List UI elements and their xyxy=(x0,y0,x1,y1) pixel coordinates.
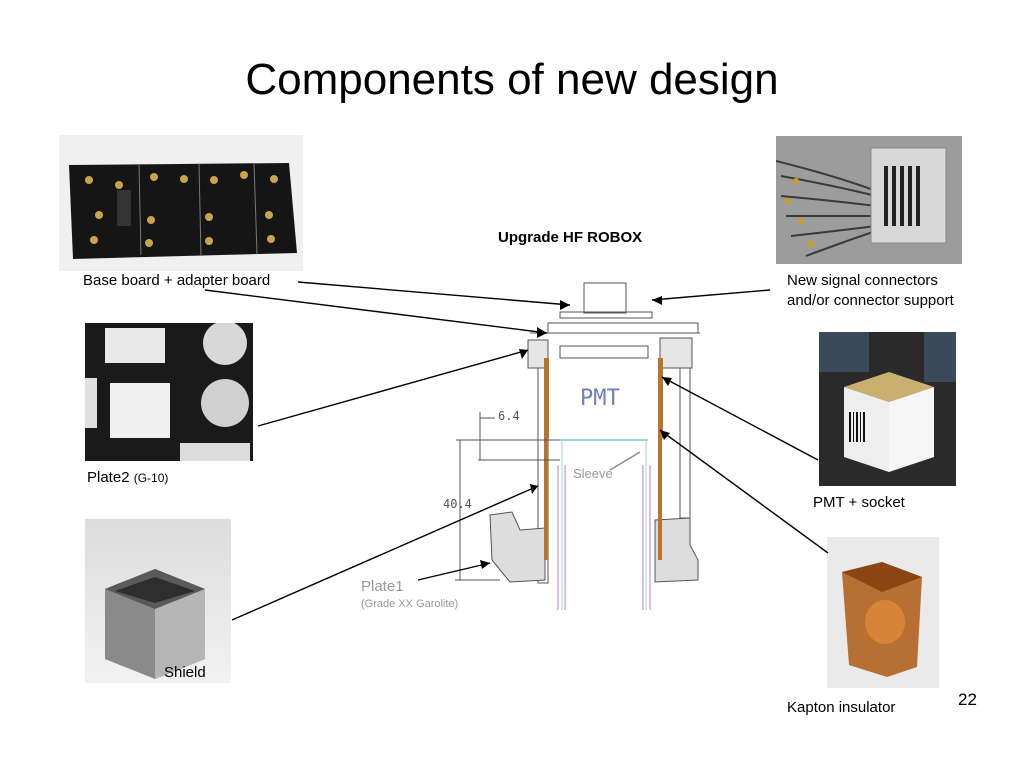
signal-connectors-label-1: New signal connectors xyxy=(787,272,938,289)
diagram-title: Upgrade HF ROBOX xyxy=(498,229,643,246)
shield-photo xyxy=(85,519,231,683)
signal-connectors-photo xyxy=(776,136,962,264)
plate2-name: Plate2 xyxy=(87,469,130,486)
dimension-small: 6.4 xyxy=(498,409,520,423)
base-board-photo xyxy=(59,135,303,271)
slide-title: Components of new design xyxy=(245,55,779,104)
kapton-label: Kapton insulator xyxy=(787,699,896,716)
plate1-label: Plate1 xyxy=(361,578,404,595)
page-number: 22 xyxy=(958,690,977,709)
plate2-label: Plate2 (G-10) xyxy=(87,468,168,488)
pmt-socket-photo xyxy=(819,332,956,486)
signal-connectors-label-2: and/or connector support xyxy=(787,292,954,309)
pmt-drawing-label: PMT xyxy=(580,386,620,411)
plate1-material: (Grade XX Garolite) xyxy=(361,598,459,610)
dimension-large: 40.4 xyxy=(443,497,472,511)
shield-label: Shield xyxy=(164,664,206,681)
pmt-socket-label: PMT + socket xyxy=(813,494,905,511)
sleeve-label: Sleeve xyxy=(573,466,613,481)
kapton-photo xyxy=(827,537,939,688)
plate2-photo xyxy=(85,323,253,461)
base-board-label: Base board + adapter board xyxy=(83,272,271,289)
plate2-material: (G-10) xyxy=(133,471,169,485)
